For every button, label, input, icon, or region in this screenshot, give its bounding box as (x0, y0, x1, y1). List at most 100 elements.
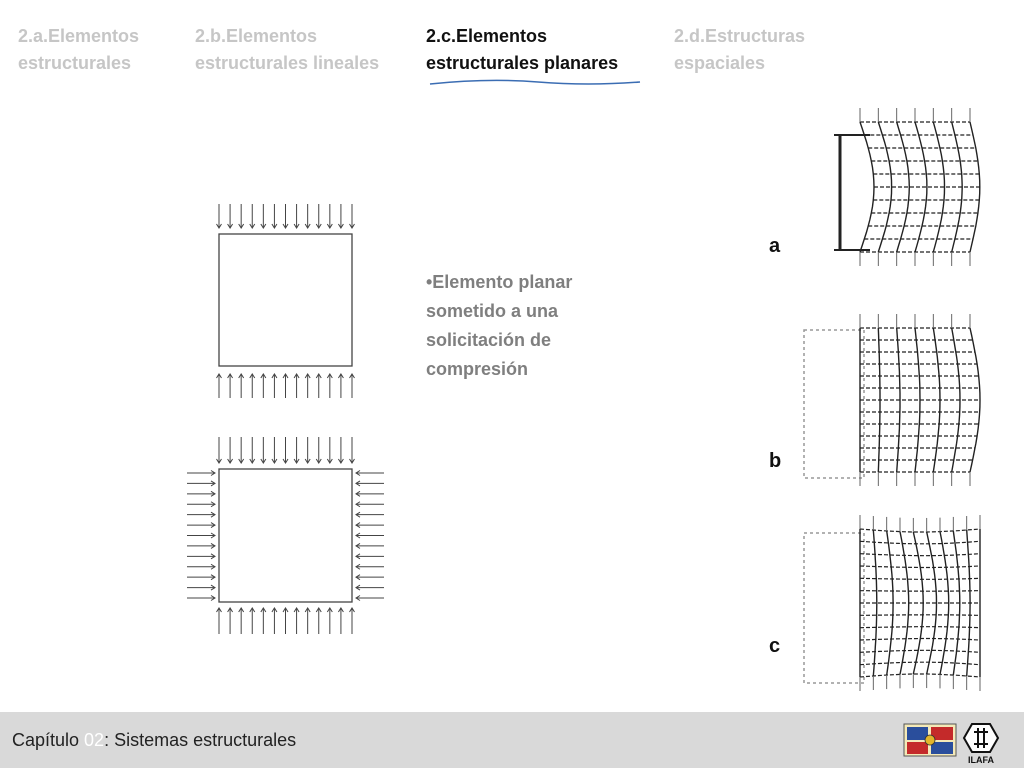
plate-outline (803, 329, 865, 479)
load-arrow (355, 470, 384, 476)
load-arrow (227, 204, 234, 229)
load-arrow (187, 595, 216, 601)
figure-label-b: b (769, 450, 782, 472)
university-crest-logo (903, 723, 957, 757)
load-arrow (337, 607, 344, 634)
mesh-line (859, 528, 981, 533)
load-arrow (304, 373, 311, 398)
load-arrow (282, 607, 289, 634)
mesh-line (859, 673, 981, 678)
load-arrow (349, 204, 355, 229)
load-arrow (293, 437, 300, 464)
load-arrow (271, 607, 278, 634)
load-arrow (238, 437, 245, 464)
load-arrow (315, 607, 322, 634)
load-arrow (355, 511, 384, 518)
load-arrow (187, 584, 216, 591)
load-arrow (355, 563, 384, 570)
load-arrow (249, 204, 256, 229)
load-arrow (304, 437, 311, 464)
mesh-line (877, 121, 893, 253)
vertical-compression-diagram (216, 204, 355, 398)
chapter-prefix: Capítulo (12, 730, 85, 750)
mesh-line (859, 540, 981, 545)
nav-tab-line2: estructurales lineales (195, 53, 380, 73)
load-arrow (282, 373, 289, 398)
load-arrow (227, 437, 234, 464)
deformed-mesh (859, 314, 981, 486)
chapter-number: 02 (84, 730, 105, 750)
left-load-arrows (187, 470, 216, 601)
nav-tab-elementos-estructurales[interactable]: 2.a.Elementos estructurales (18, 23, 183, 77)
load-arrow (355, 542, 384, 549)
nav-tab-line1: 2.d.Estructuras (674, 26, 806, 46)
nav-tab-line1: 2.a.Elementos (18, 26, 140, 46)
load-arrow (355, 532, 384, 539)
load-arrow (271, 373, 278, 398)
deformed-mesh (859, 108, 981, 266)
institution-logos: ILAFA (903, 723, 1000, 764)
load-arrow (326, 373, 333, 398)
top-load-arrows (216, 437, 355, 464)
plate-square (218, 468, 353, 603)
load-arrow (271, 437, 278, 464)
load-arrow (187, 563, 216, 570)
load-arrow (355, 574, 384, 581)
bullet-text: •Elemento planar sometido a una solicita… (426, 272, 573, 379)
load-arrow (216, 437, 222, 464)
load-arrow (260, 607, 267, 634)
load-arrow (337, 373, 344, 398)
nav-tab-line2: espaciales (674, 53, 766, 73)
load-arrow (293, 204, 300, 229)
nav-tab-line1: 2.c.Elementos (426, 26, 548, 46)
nav-tab-line2: estructurales (18, 53, 132, 73)
deformed-mesh (859, 515, 981, 691)
load-arrow (349, 437, 355, 464)
load-arrow (187, 490, 216, 497)
biaxial-compression-diagram (187, 437, 384, 634)
mesh-line (896, 121, 911, 253)
mesh-line (926, 531, 938, 675)
load-arrow (271, 204, 278, 229)
load-arrow (187, 470, 216, 476)
load-arrow (304, 607, 311, 634)
load-arrow (216, 373, 222, 398)
nav-tab-estructuras-espaciales[interactable]: 2.d.Estructuras espaciales (674, 23, 844, 77)
load-arrow (227, 607, 234, 634)
load-arrow (260, 437, 267, 464)
load-arrow (315, 437, 322, 464)
nav-tab-elementos-lineales[interactable]: 2.b.Elementos estructurales lineales (195, 23, 410, 77)
load-arrow (187, 480, 216, 487)
mesh-line (859, 565, 981, 569)
load-arrow (187, 574, 216, 581)
load-arrow (249, 373, 256, 398)
buckled-plate-a-diagram (834, 108, 981, 266)
mesh-line (860, 614, 980, 616)
right-load-arrows (355, 470, 384, 601)
mesh-line (860, 590, 980, 592)
bottom-load-arrows (216, 607, 355, 634)
load-arrow (355, 522, 384, 529)
top-load-arrows (216, 204, 355, 229)
load-arrow (187, 542, 216, 549)
load-arrow (187, 553, 216, 560)
load-arrow (349, 607, 355, 634)
load-arrow (355, 553, 384, 560)
load-arrow (282, 204, 289, 229)
nav-tab-elementos-planares[interactable]: 2.c.Elementos estructurales planares (426, 23, 656, 77)
footer-bar: Capítulo 02: Sistemas estructurales ILAF… (0, 712, 1024, 768)
load-arrow (355, 480, 384, 487)
load-arrow (315, 373, 322, 398)
load-arrow (355, 595, 384, 601)
load-arrow (326, 204, 333, 229)
active-tab-underline (429, 79, 641, 85)
mesh-line (951, 121, 963, 253)
load-arrow (187, 532, 216, 539)
load-arrow (227, 373, 234, 398)
load-arrow (282, 437, 289, 464)
load-arrow (293, 373, 300, 398)
load-arrow (238, 373, 245, 398)
nav-tab-line1: 2.b.Elementos (195, 26, 318, 46)
load-arrow (216, 607, 222, 634)
mesh-line (859, 553, 981, 557)
